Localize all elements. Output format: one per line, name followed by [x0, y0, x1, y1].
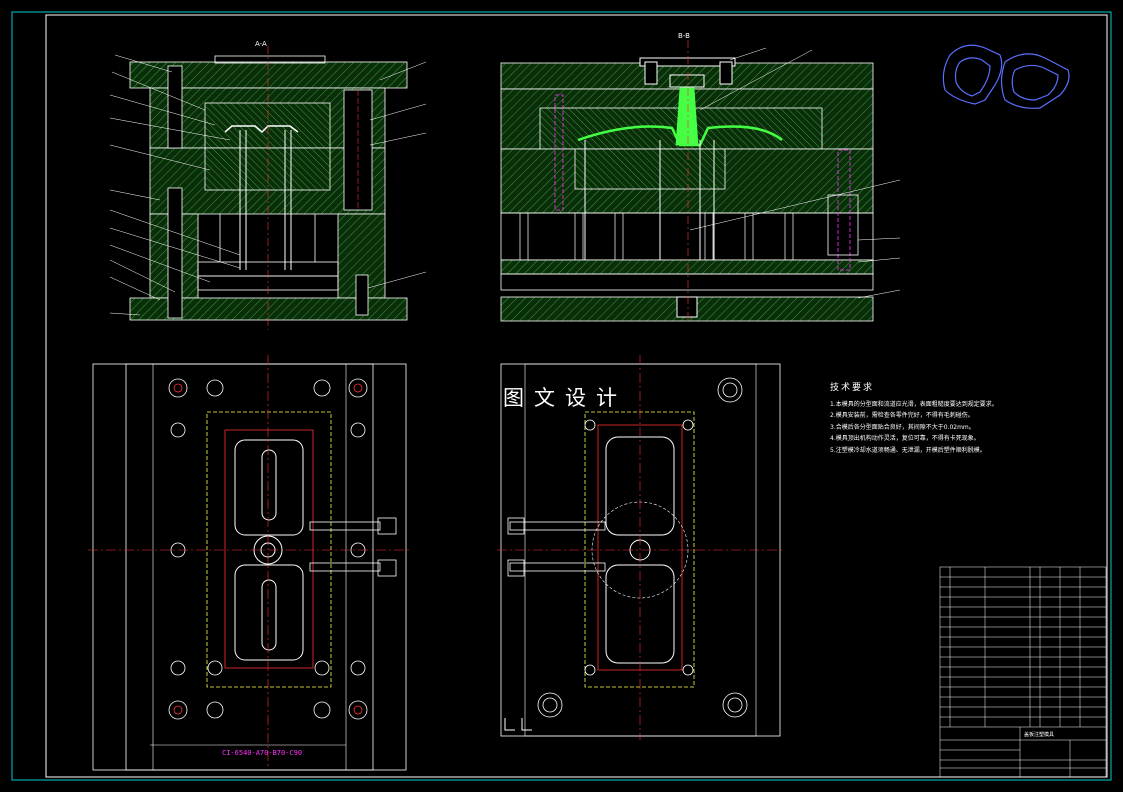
tech-req-title: 技术要求: [830, 383, 875, 393]
section-bb-view: [500, 40, 901, 322]
bill-of-materials: [939, 566, 1107, 778]
plan-view-moving-half: [88, 355, 410, 771]
tech-req-item: 4.模具顶出机构动作灵活，复位可靠，不得有卡死现象。: [830, 435, 980, 442]
tech-req-item: 5.注塑模冷却水道须畅通、无泄漏，开模后塑件顺利脱模。: [830, 446, 986, 454]
watermark-text: 图文设计: [503, 386, 627, 410]
tech-req-item: 3.合模后各分型面贴合良好，其间隙不大于0.02mm。: [830, 423, 975, 431]
mold-base-label: CI-6540-A70-B70-C90: [222, 749, 303, 757]
section-aa-view: [109, 46, 427, 330]
tech-req-item: 2.模具安装前，需检查各零件完好，不得有毛刺碰伤。: [830, 412, 974, 419]
section-bb-title: B-B: [678, 32, 690, 40]
product-isometric: [942, 44, 1070, 109]
technical-requirements: 技术要求 1.本模具的分型面和流道应光滑，表面粗糙度要达到规定要求。 2.模具安…: [830, 383, 1040, 456]
plan-view-fixed-half: [497, 355, 785, 740]
inner-frame: [45, 14, 1108, 778]
outer-frame: [11, 11, 1112, 781]
title-block-name: 盖板注塑模具: [1024, 732, 1055, 738]
tech-req-item: 1.本模具的分型面和流道应光滑，表面粗糙度要达到规定要求。: [830, 400, 998, 408]
section-aa-title: A-A: [255, 40, 267, 48]
